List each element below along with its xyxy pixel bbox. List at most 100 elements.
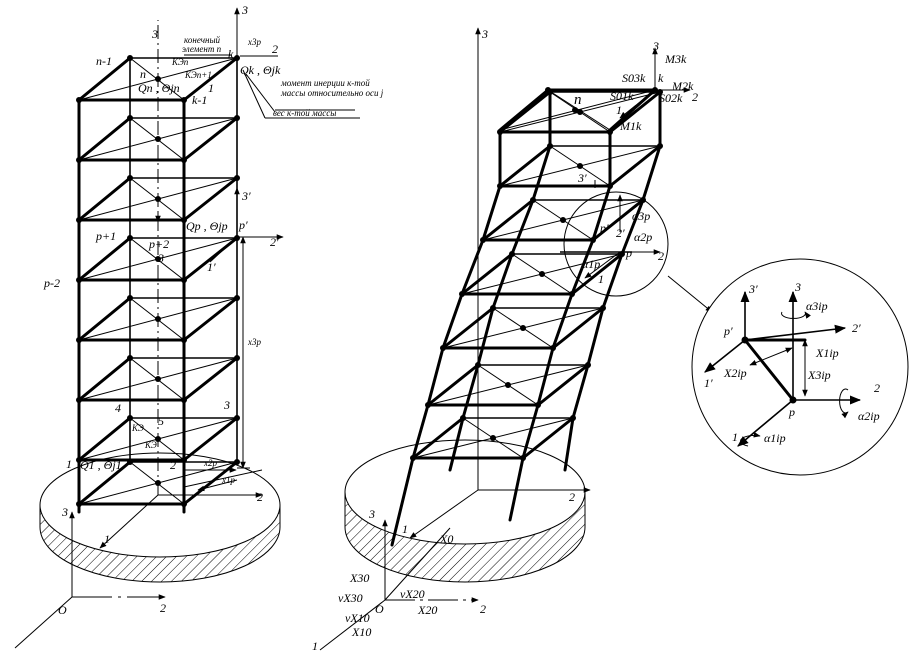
floor-left-beam [77,356,132,402]
detail-lines [704,290,862,447]
local-1-prime: 1′ [207,260,216,274]
middle-base-3: 3 [368,507,375,521]
mid-floor [440,252,624,351]
local-2-prime: 2′ [270,235,279,249]
left-axis1-label: 1 [104,532,110,546]
mid-column-segment [641,144,662,202]
node-n: n [140,67,146,81]
floor-node [234,355,240,361]
middle-2-prime: 2′ [616,226,625,240]
floor-center-mass [155,376,161,382]
left-labels: 3 3 n-1 конечный элемент n k x3p 2 КЭn К… [43,3,384,617]
middle-foundation [344,439,586,583]
mid-ground-column [448,416,465,472]
base-axis2-label: 2 [160,601,166,615]
floor-node [127,459,133,465]
mid-column-segment [481,184,502,242]
floor-right-beam [182,296,239,342]
mid-floor-center-mass [490,435,496,441]
mid-floor-center-mass [520,325,526,331]
mid-floor-center-mass [577,163,583,169]
mid-floor-center-mass [577,109,583,115]
mid-column-segment [521,403,540,460]
mid-roof-center-mass [572,107,578,113]
floor-center-mass [155,436,161,442]
left-floor [76,295,240,343]
ke-n-label: КЭn [171,57,189,67]
floor-left-beam [77,296,132,342]
left-columns [77,58,238,514]
weight-note: вес к-той массы [273,108,336,118]
floor-node [127,235,133,241]
left-floor [76,115,240,163]
base-axis3-label: 3 [61,505,68,519]
mid-floor-left-beam [498,90,552,134]
floor-node [127,175,133,181]
floor-node [127,415,133,421]
vx20-label: vX20 [400,587,425,601]
floor-right-beam [182,356,239,402]
floor-node [127,55,133,61]
mid-floor-left-beam [441,306,495,350]
x3p-top-label: x3p [247,37,261,47]
floor-node [234,175,240,181]
floor-left-beam [77,236,132,282]
middle-alpha2p: α2p [634,230,652,244]
mid-column-segment [441,292,464,350]
s3k-label: S03k [622,71,646,85]
floor-node [181,157,187,163]
m1k-label: M1k [619,119,642,133]
floor-left-beam [77,416,132,462]
qp-label: Qp , Θjp [186,219,228,233]
floor-center-mass [155,316,161,322]
floor-node [181,397,187,403]
mid-floor-left-beam [460,252,514,296]
floor-node [234,115,240,121]
vx30-label: vX30 [338,591,363,605]
floor-center-mass [155,256,161,262]
floor-left-beam [77,116,132,162]
detail-x3: X3ip [807,368,831,382]
s1k-label: S01k [610,89,634,103]
floor-center-mass [155,76,161,82]
middle-axes [319,27,591,651]
mid-column-segment [551,292,574,350]
middle-base-1: 1 [312,639,318,653]
floor-right-beam [182,460,239,506]
left-top-axis3-label: 3 [241,3,248,17]
mid-column-segment [601,252,624,310]
middle-axis1: 1 [402,522,408,536]
mid-floor-left-beam [498,144,552,188]
inertia-note-1: момент инерции к-той [280,78,370,88]
floor-left-beam [77,56,132,102]
mid-local-axes [560,180,661,279]
left-axis2-top: 2 [272,42,278,56]
mid-column-segment [571,363,590,420]
mid-top-floor [498,87,658,132]
s2k-label: S02k [659,91,683,105]
floor-node [127,295,133,301]
floor-center-mass [155,136,161,142]
detail-x2: X2ip [723,366,747,380]
detail-x1: X1ip [815,346,839,360]
middle-n: n [574,92,582,108]
mid-floor [410,363,590,461]
detail-1-prime: 1′ [704,376,713,390]
middle-k: k [658,71,664,85]
x0-label: X0 [439,532,453,546]
x2p-label: x2p [203,458,217,468]
local-axis-1 [584,251,621,279]
mid-floor [425,306,605,408]
detail-2-prime: 2′ [852,321,861,335]
node-k-minus-1: k-1 [192,93,207,107]
mid-floor-center-mass [505,382,511,388]
mid-ground-columns [390,416,575,547]
left-floors [76,55,240,507]
floor-node [76,157,82,163]
floor-right-beam [182,116,239,162]
node-n-minus-1: n-1 [96,54,112,68]
node-three-low: 3 [223,398,230,412]
node-p-prime: p′ [238,218,248,232]
mid-column-segment [586,306,605,367]
detail-p: p [788,405,795,419]
